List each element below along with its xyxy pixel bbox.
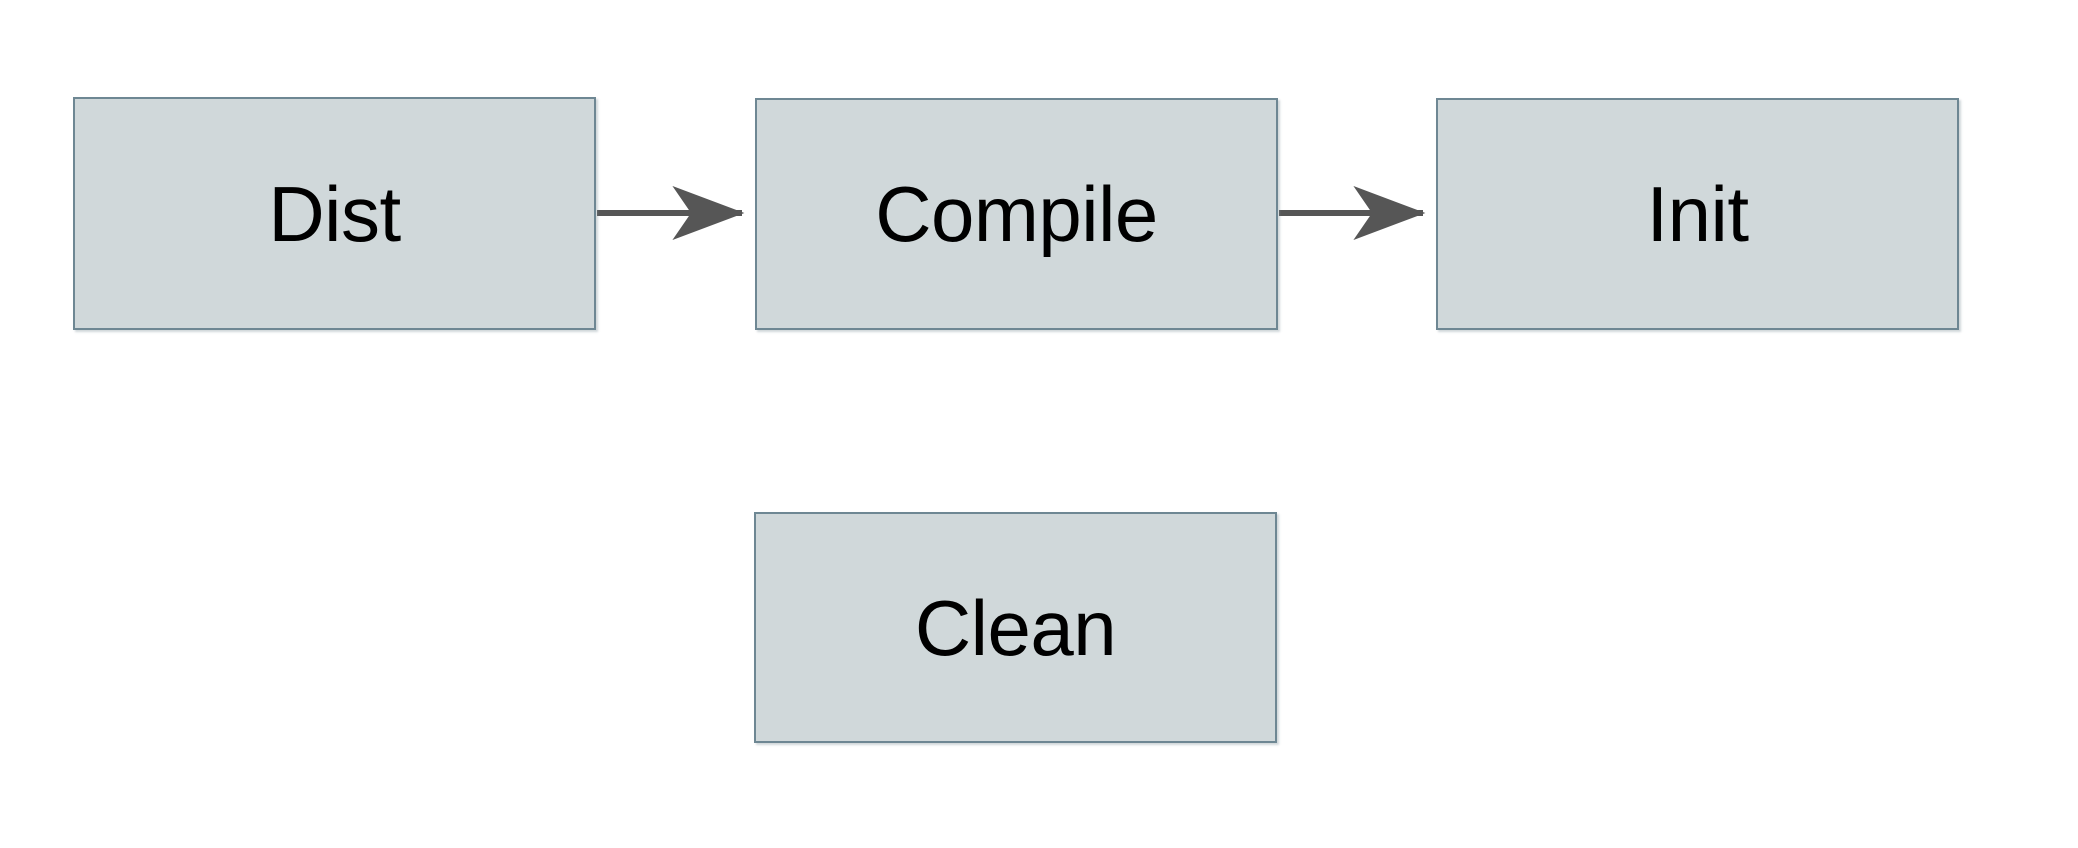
node-clean[interactable]: Clean xyxy=(754,512,1277,743)
node-dist[interactable]: Dist xyxy=(73,97,596,330)
edge-dist-to-compile-hitarea[interactable] xyxy=(597,193,753,233)
node-compile[interactable]: Compile xyxy=(755,98,1278,330)
node-clean-label: Clean xyxy=(914,583,1117,672)
node-compile-label: Compile xyxy=(875,170,1158,258)
edge-compile-to-init-hitarea[interactable] xyxy=(1279,193,1434,233)
node-init[interactable]: Init xyxy=(1436,98,1959,330)
node-init-label: Init xyxy=(1646,170,1749,258)
node-dist-label: Dist xyxy=(268,169,401,258)
